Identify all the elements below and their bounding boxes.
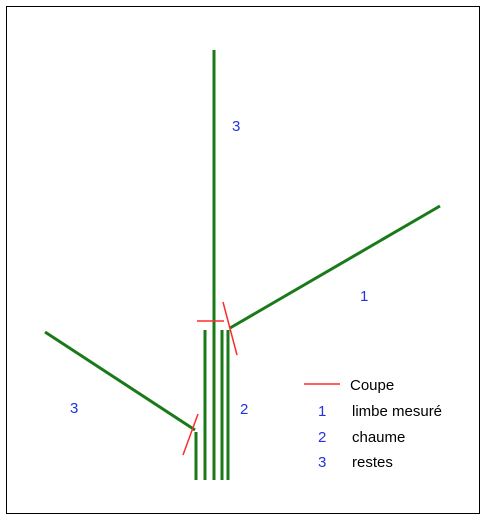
label-right-leaf: 1 bbox=[360, 288, 368, 305]
cut-marks bbox=[183, 302, 340, 455]
label-left-leaf: 3 bbox=[70, 400, 78, 417]
label-top-leaf: 3 bbox=[232, 118, 240, 135]
cut-mark-right bbox=[223, 302, 237, 355]
legend-cut-text: Coupe bbox=[350, 377, 394, 394]
label-stem: 2 bbox=[240, 401, 248, 418]
left-leaf-line bbox=[45, 332, 195, 430]
legend-text-3: restes bbox=[352, 454, 393, 471]
legend-key-1: 1 bbox=[318, 403, 326, 420]
legend-text-2: chaume bbox=[352, 429, 405, 446]
legend-key-3: 3 bbox=[318, 454, 326, 471]
legend-text-1: limbe mesuré bbox=[352, 403, 442, 420]
legend-key-2: 2 bbox=[318, 429, 326, 446]
right-leaf-line bbox=[230, 206, 440, 328]
legend: Coupe 1 limbe mesuré 2 chaume 3 restes bbox=[318, 377, 442, 471]
